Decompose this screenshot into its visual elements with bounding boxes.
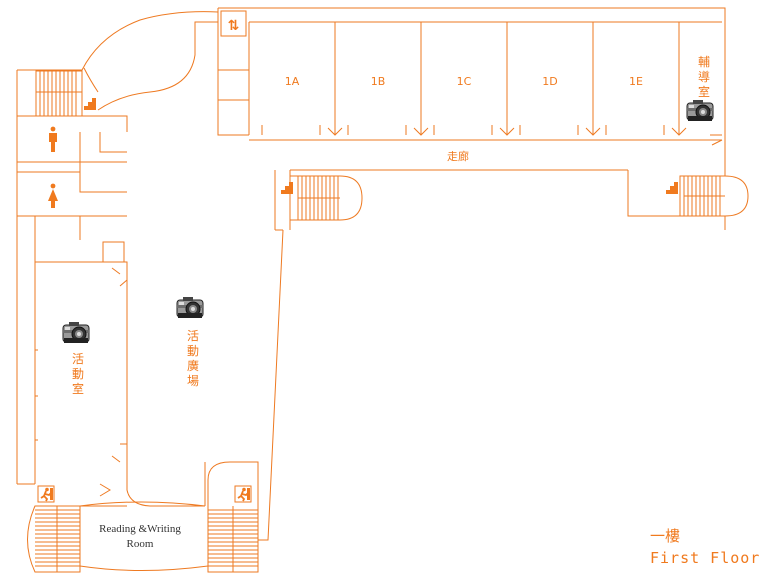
stairs-icon xyxy=(281,182,293,194)
stairs-right xyxy=(666,175,749,217)
camera-icon xyxy=(62,321,90,344)
emergency-exit-icon xyxy=(37,485,55,503)
stairs-icon xyxy=(666,182,678,194)
reading-room-label: Reading &Writing Room xyxy=(99,523,181,550)
activity-room-label: 活 動 室 xyxy=(72,352,84,396)
svg-text:動: 動 xyxy=(72,367,84,381)
floor-title-zh: 一樓 xyxy=(650,527,680,545)
classroom-wing xyxy=(217,7,726,230)
curved-passage xyxy=(81,11,219,111)
room-1c-label: 1C xyxy=(457,75,472,88)
svg-text:場: 場 xyxy=(187,374,199,388)
svg-text:輔: 輔 xyxy=(698,55,710,69)
svg-text:Reading &Writing: Reading &Writing xyxy=(99,523,181,535)
svg-text:活: 活 xyxy=(72,352,84,366)
female-restroom-icon xyxy=(48,189,58,208)
corridor-label: 走廊 xyxy=(447,149,469,163)
camera-icon xyxy=(176,296,204,319)
stairs-bottom-left xyxy=(27,485,127,573)
female-restroom xyxy=(48,183,58,208)
room-1a-label: 1A xyxy=(285,75,300,88)
svg-text:導: 導 xyxy=(698,70,710,84)
svg-text:廣: 廣 xyxy=(187,359,199,373)
room-1b-label: 1B xyxy=(371,75,386,88)
svg-text:活: 活 xyxy=(187,329,199,343)
room-1d-label: 1D xyxy=(542,75,557,88)
stairs-top-left xyxy=(35,70,96,117)
floor-title-en: First Floor xyxy=(650,549,760,567)
male-restroom-icon xyxy=(49,133,57,152)
counseling-room-label: 輔 導 室 xyxy=(698,55,710,99)
room-1e-label: 1E xyxy=(629,75,643,88)
svg-text:室: 室 xyxy=(72,381,84,396)
stairs-bottom-center xyxy=(207,461,259,573)
reading-room xyxy=(79,501,209,571)
svg-text:室: 室 xyxy=(698,84,710,99)
camera-icon xyxy=(686,99,714,122)
stairs-icon xyxy=(84,98,96,110)
emergency-exit-icon xyxy=(234,485,252,503)
activity-plaza-label: 活 動 廣 場 xyxy=(187,329,199,388)
svg-text:Room: Room xyxy=(127,538,154,550)
left-wing xyxy=(16,69,128,497)
male-restroom xyxy=(49,126,57,152)
elevator: ⇅ xyxy=(220,10,247,37)
svg-text:動: 動 xyxy=(187,344,199,358)
stairs-center xyxy=(281,175,363,221)
elevator-icon: ⇅ xyxy=(228,18,240,34)
